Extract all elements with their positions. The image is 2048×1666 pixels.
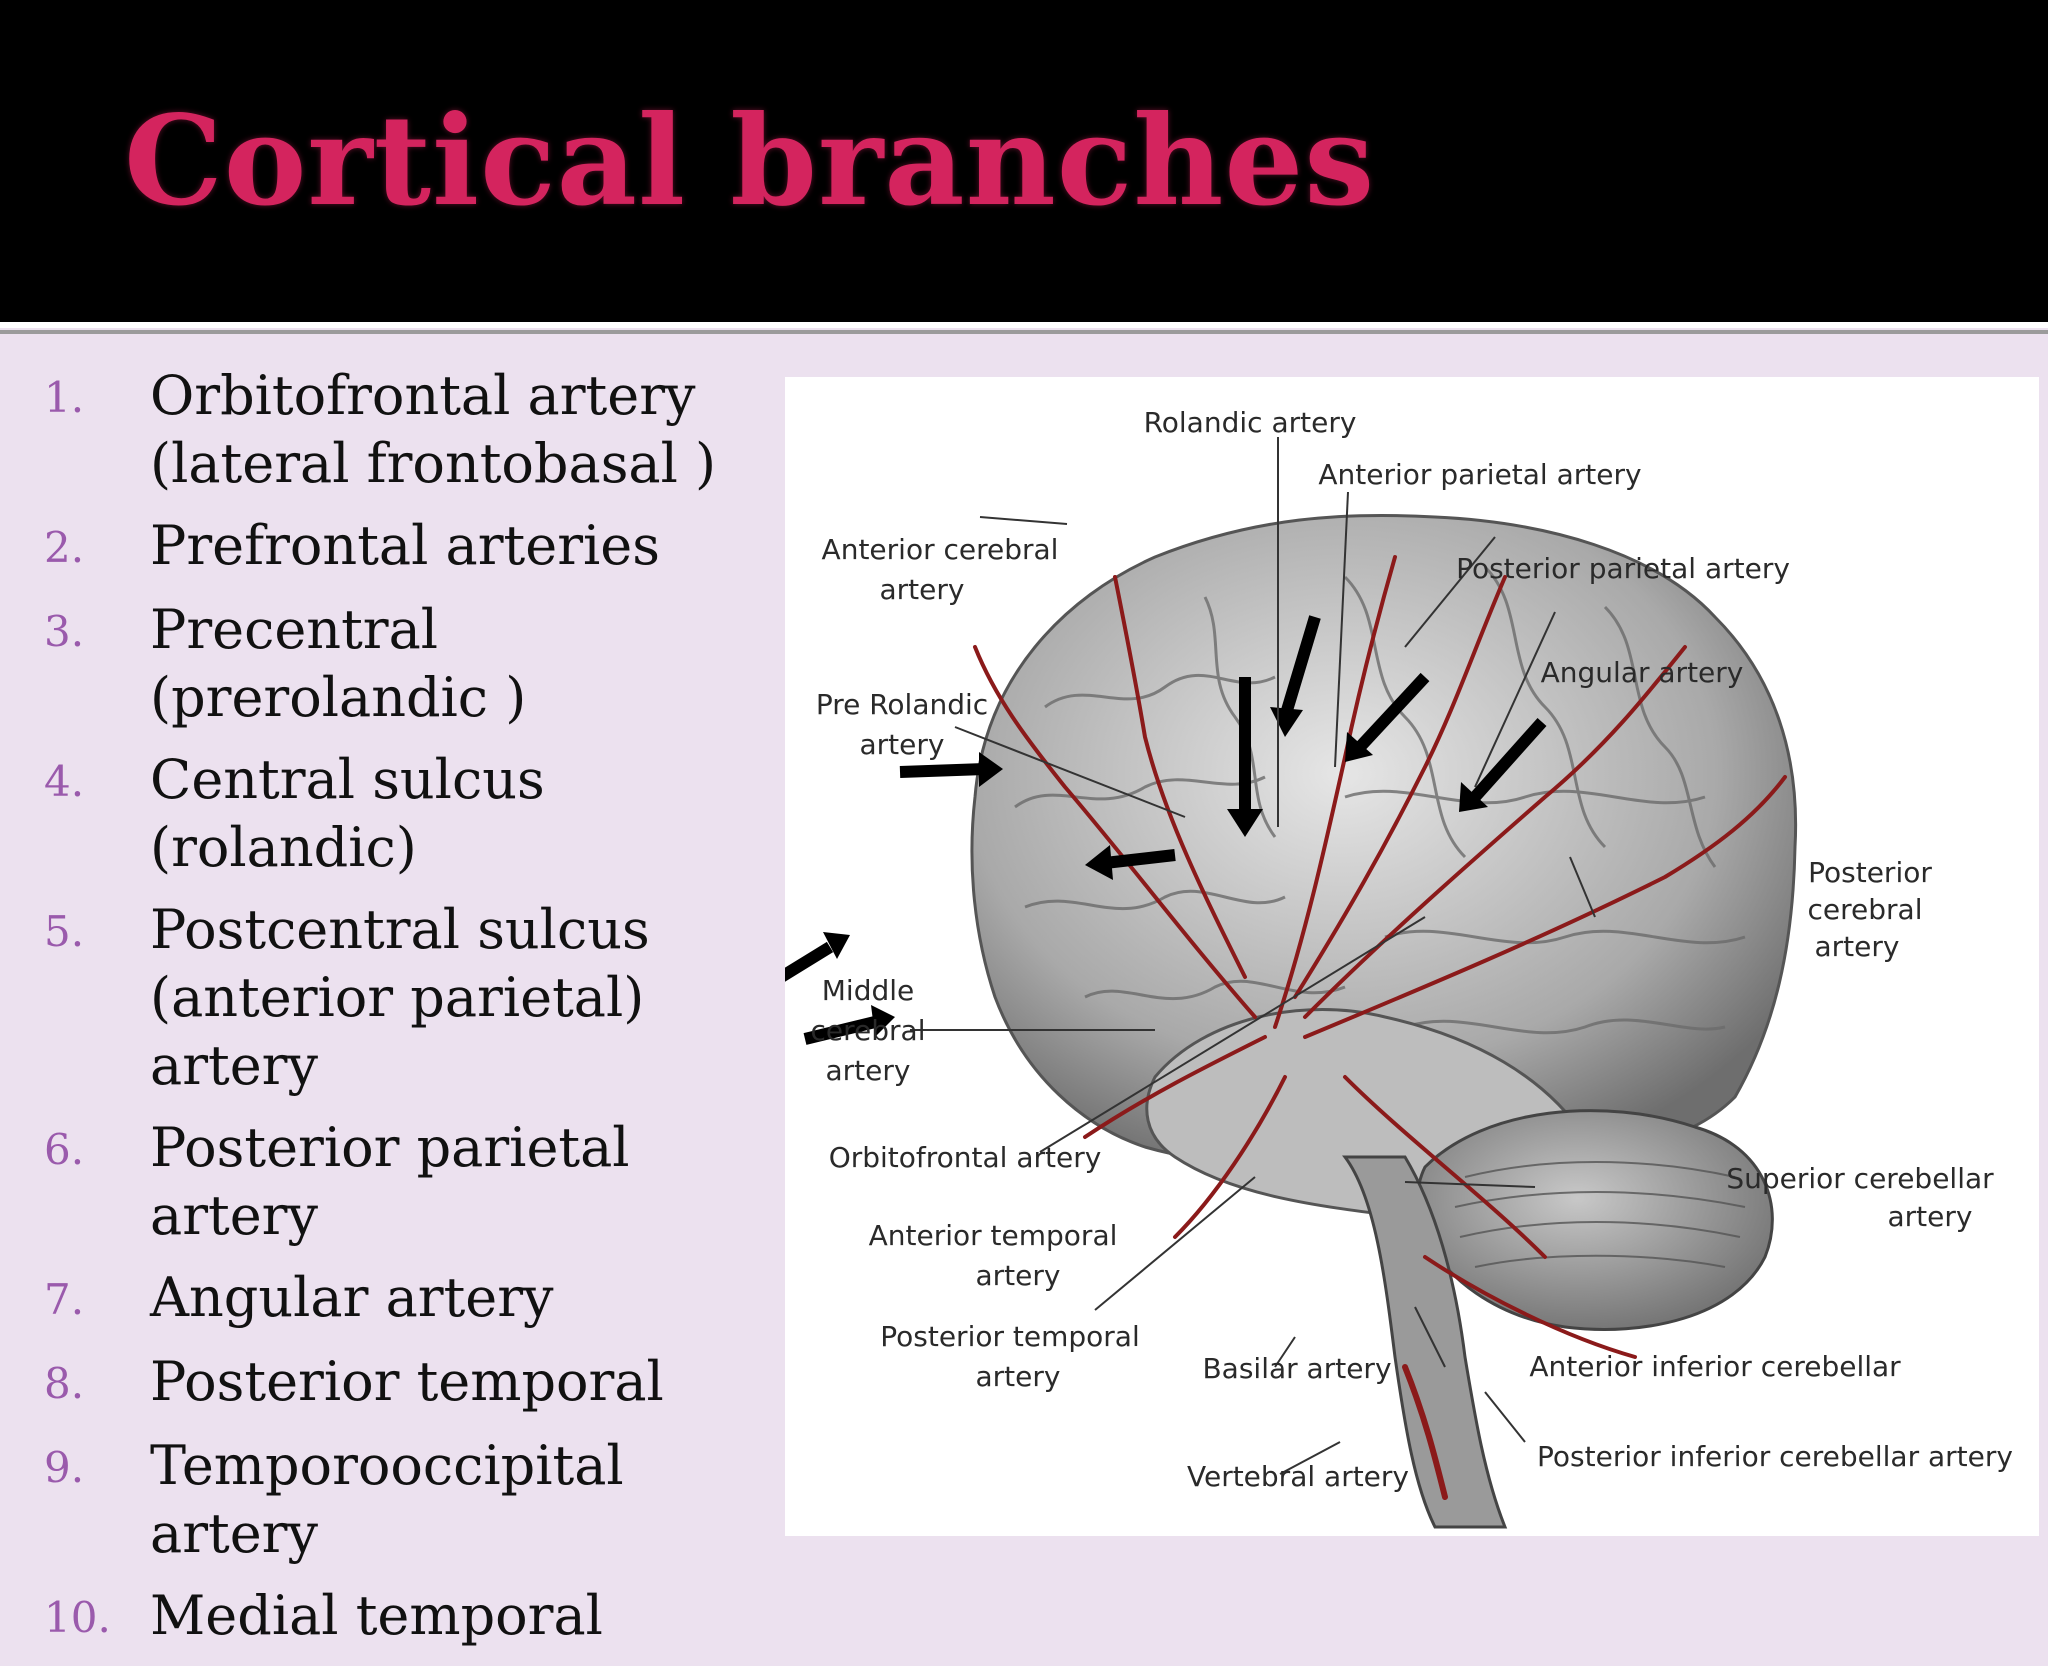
title-band: Cortical branches xyxy=(0,0,2048,322)
artery-list: 1. Orbitofrontal artery (lateral frontoba… xyxy=(44,362,784,1666)
list-number: 1. xyxy=(44,373,85,422)
artery-network xyxy=(973,555,1787,1500)
arrow-icon xyxy=(1345,672,1430,762)
list-number: 7. xyxy=(44,1275,85,1324)
list-number: 5. xyxy=(44,907,85,956)
divider-white xyxy=(0,322,2048,328)
list-item: 2. Prefrontal arteries xyxy=(44,512,784,582)
label-posterior-cerebral-artery-line2: cerebral xyxy=(1808,893,1923,926)
divider-grey xyxy=(0,330,2048,334)
list-item: 1. Orbitofrontal artery (lateral frontoba… xyxy=(44,362,784,498)
list-number: 8. xyxy=(44,1359,85,1408)
brain-figure: Rolandic artery Anterior parietal artery… xyxy=(785,377,2039,1536)
arrow-icon xyxy=(785,932,850,982)
list-number: 9. xyxy=(44,1443,85,1492)
leader-lines xyxy=(910,437,1596,1475)
label-rolandic-artery: Rolandic artery xyxy=(1144,406,1357,439)
arrow-icon xyxy=(1085,845,1176,880)
label-vertebral-artery: Vertebral artery xyxy=(1187,1460,1409,1493)
gyri-lines xyxy=(1014,565,1746,1035)
list-number: 6. xyxy=(44,1125,85,1174)
list-item: 6. Posterior parietal artery xyxy=(44,1114,784,1250)
list-text: Prefrontal arteries xyxy=(150,514,660,577)
list-text: Angular artery xyxy=(150,1266,554,1329)
arrow-icon xyxy=(1459,718,1547,812)
list-text: Orbitofrontal artery (lateral frontobasa… xyxy=(150,364,717,495)
arrow-icon xyxy=(1227,677,1263,837)
list-item: 3. Precentral (prerolandic ) xyxy=(44,596,784,732)
pointer-arrows xyxy=(785,615,1547,1045)
label-posterior-inferior-cerebellar-artery: Posterior inferior cerebellar artery xyxy=(1537,1440,2013,1473)
label-middle-cerebral-artery: Middle xyxy=(822,974,915,1007)
label-superior-cerebellar-artery: Superior cerebellar xyxy=(1726,1162,1994,1195)
list-text: Precentral (prerolandic ) xyxy=(150,598,527,729)
label-posterior-cerebral-artery: Posterior xyxy=(1808,856,1932,889)
list-text: Posterior parietal artery xyxy=(150,1116,630,1247)
label-anterior-temporal-artery: Anterior temporal xyxy=(869,1219,1118,1252)
label-basilar-artery: Basilar artery xyxy=(1202,1352,1391,1385)
label-posterior-parietal-artery: Posterior parietal artery xyxy=(1456,552,1790,585)
label-prerolandic-artery: Pre Rolandic xyxy=(816,688,988,721)
list-number: 4. xyxy=(44,757,85,806)
label-middle-cerebral-artery-line2: cerebral xyxy=(811,1014,926,1047)
list-number: 2. xyxy=(44,523,85,572)
label-anterior-parietal-artery: Anterior parietal artery xyxy=(1318,458,1641,491)
list-item: 10. Medial temporal xyxy=(44,1582,784,1652)
list-text: Temporooccipital artery xyxy=(150,1434,624,1565)
arrow-icon xyxy=(899,752,1003,787)
arrow-icon xyxy=(803,1005,895,1045)
list-item: 8. Posterior temporal xyxy=(44,1348,784,1418)
slide-title: Cortical branches xyxy=(124,89,1376,234)
label-anterior-cerebral-artery: Anterior cerebral xyxy=(822,533,1059,566)
list-item: 7. Angular artery xyxy=(44,1264,784,1334)
label-anterior-inferior-cerebellar: Anterior inferior cerebellar xyxy=(1529,1350,1901,1383)
list-text: Postcentral sulcus (anterior parietal) a… xyxy=(150,898,650,1097)
label-posterior-temporal-artery: Posterior temporal xyxy=(880,1320,1139,1353)
list-text: Posterior temporal xyxy=(150,1350,664,1413)
label-orbitofrontal-artery: Orbitofrontal artery xyxy=(829,1141,1102,1174)
label-superior-cerebellar-artery-line2: artery xyxy=(1888,1200,1973,1233)
brain-illustration: Rolandic artery Anterior parietal artery… xyxy=(785,406,2013,1529)
label-middle-cerebral-artery-line3: artery xyxy=(826,1054,911,1087)
list-item: 5. Postcentral sulcus (anterior parietal)… xyxy=(44,896,784,1100)
label-anterior-cerebral-artery-line2: artery xyxy=(880,573,965,606)
label-angular-artery: Angular artery xyxy=(1541,656,1744,689)
list-item: 9. Temporooccipital artery xyxy=(44,1432,784,1568)
label-anterior-temporal-artery-line2: artery xyxy=(976,1259,1061,1292)
label-prerolandic-artery-line2: artery xyxy=(860,728,945,761)
list-number: 10. xyxy=(44,1593,111,1642)
list-text: Central sulcus (rolandic) xyxy=(150,748,545,879)
list-text: Medial temporal xyxy=(150,1584,603,1647)
cerebellum-shape xyxy=(1416,1109,1774,1331)
cerebellum-folia xyxy=(1454,1161,1746,1268)
label-posterior-temporal-artery-line2: artery xyxy=(976,1360,1061,1393)
list-number: 3. xyxy=(44,607,85,656)
list-item: 4. Central sulcus (rolandic) xyxy=(44,746,784,882)
label-posterior-cerebral-artery-line3: artery xyxy=(1815,930,1900,963)
